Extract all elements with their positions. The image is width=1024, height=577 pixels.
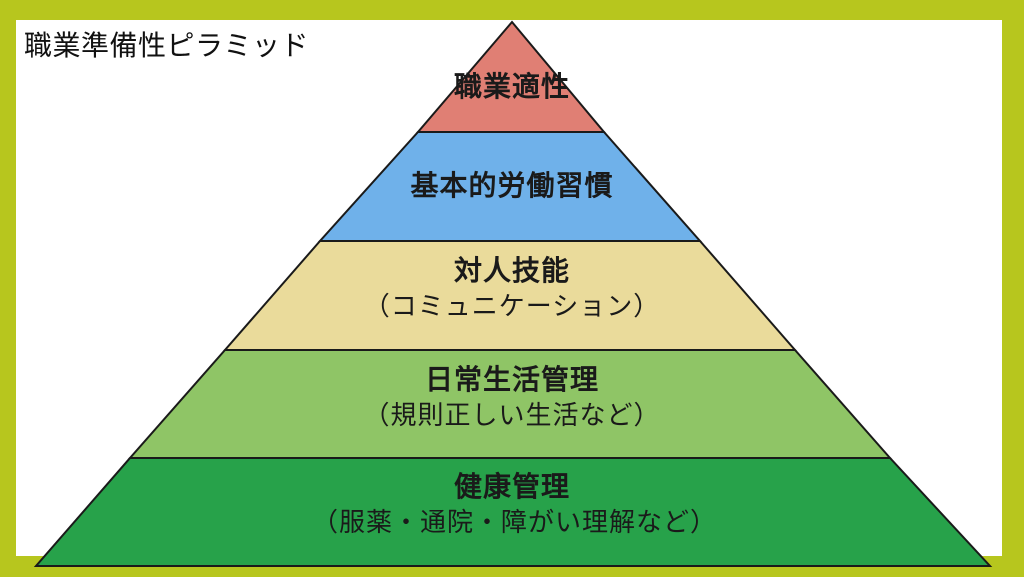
pyramid-level-3-label: 対人技能 <box>453 254 570 287</box>
pyramid-level-3-text: 対人技能 （コミュニケーション） <box>312 254 712 323</box>
pyramid-level-2-label: 基本的労働習慣 <box>410 169 614 202</box>
pyramid-level-1-text: 職業適性 <box>312 70 712 104</box>
pyramid-level-3-sublabel: （コミュニケーション） <box>363 291 661 322</box>
pyramid-level-4-text: 日常生活管理 （規則正しい生活など） <box>312 363 712 432</box>
diagram-title: 職業準備性ピラミッド <box>24 29 310 62</box>
pyramid-level-5 <box>33 457 993 567</box>
pyramid-level-4-label: 日常生活管理 <box>424 363 599 396</box>
pyramid-level-1-label: 職業適性 <box>453 70 570 103</box>
pyramid-level-5-label: 健康管理 <box>453 470 570 503</box>
pyramid-level-4-sublabel: （規則正しい生活など） <box>363 400 661 431</box>
pyramid-level-2-text: 基本的労働習慣 <box>312 169 712 203</box>
pyramid-level-5-sublabel: （服薬・通院・障がい理解など） <box>312 507 718 538</box>
pyramid-level-5-text: 健康管理 （服薬・通院・障がい理解など） <box>312 470 718 539</box>
